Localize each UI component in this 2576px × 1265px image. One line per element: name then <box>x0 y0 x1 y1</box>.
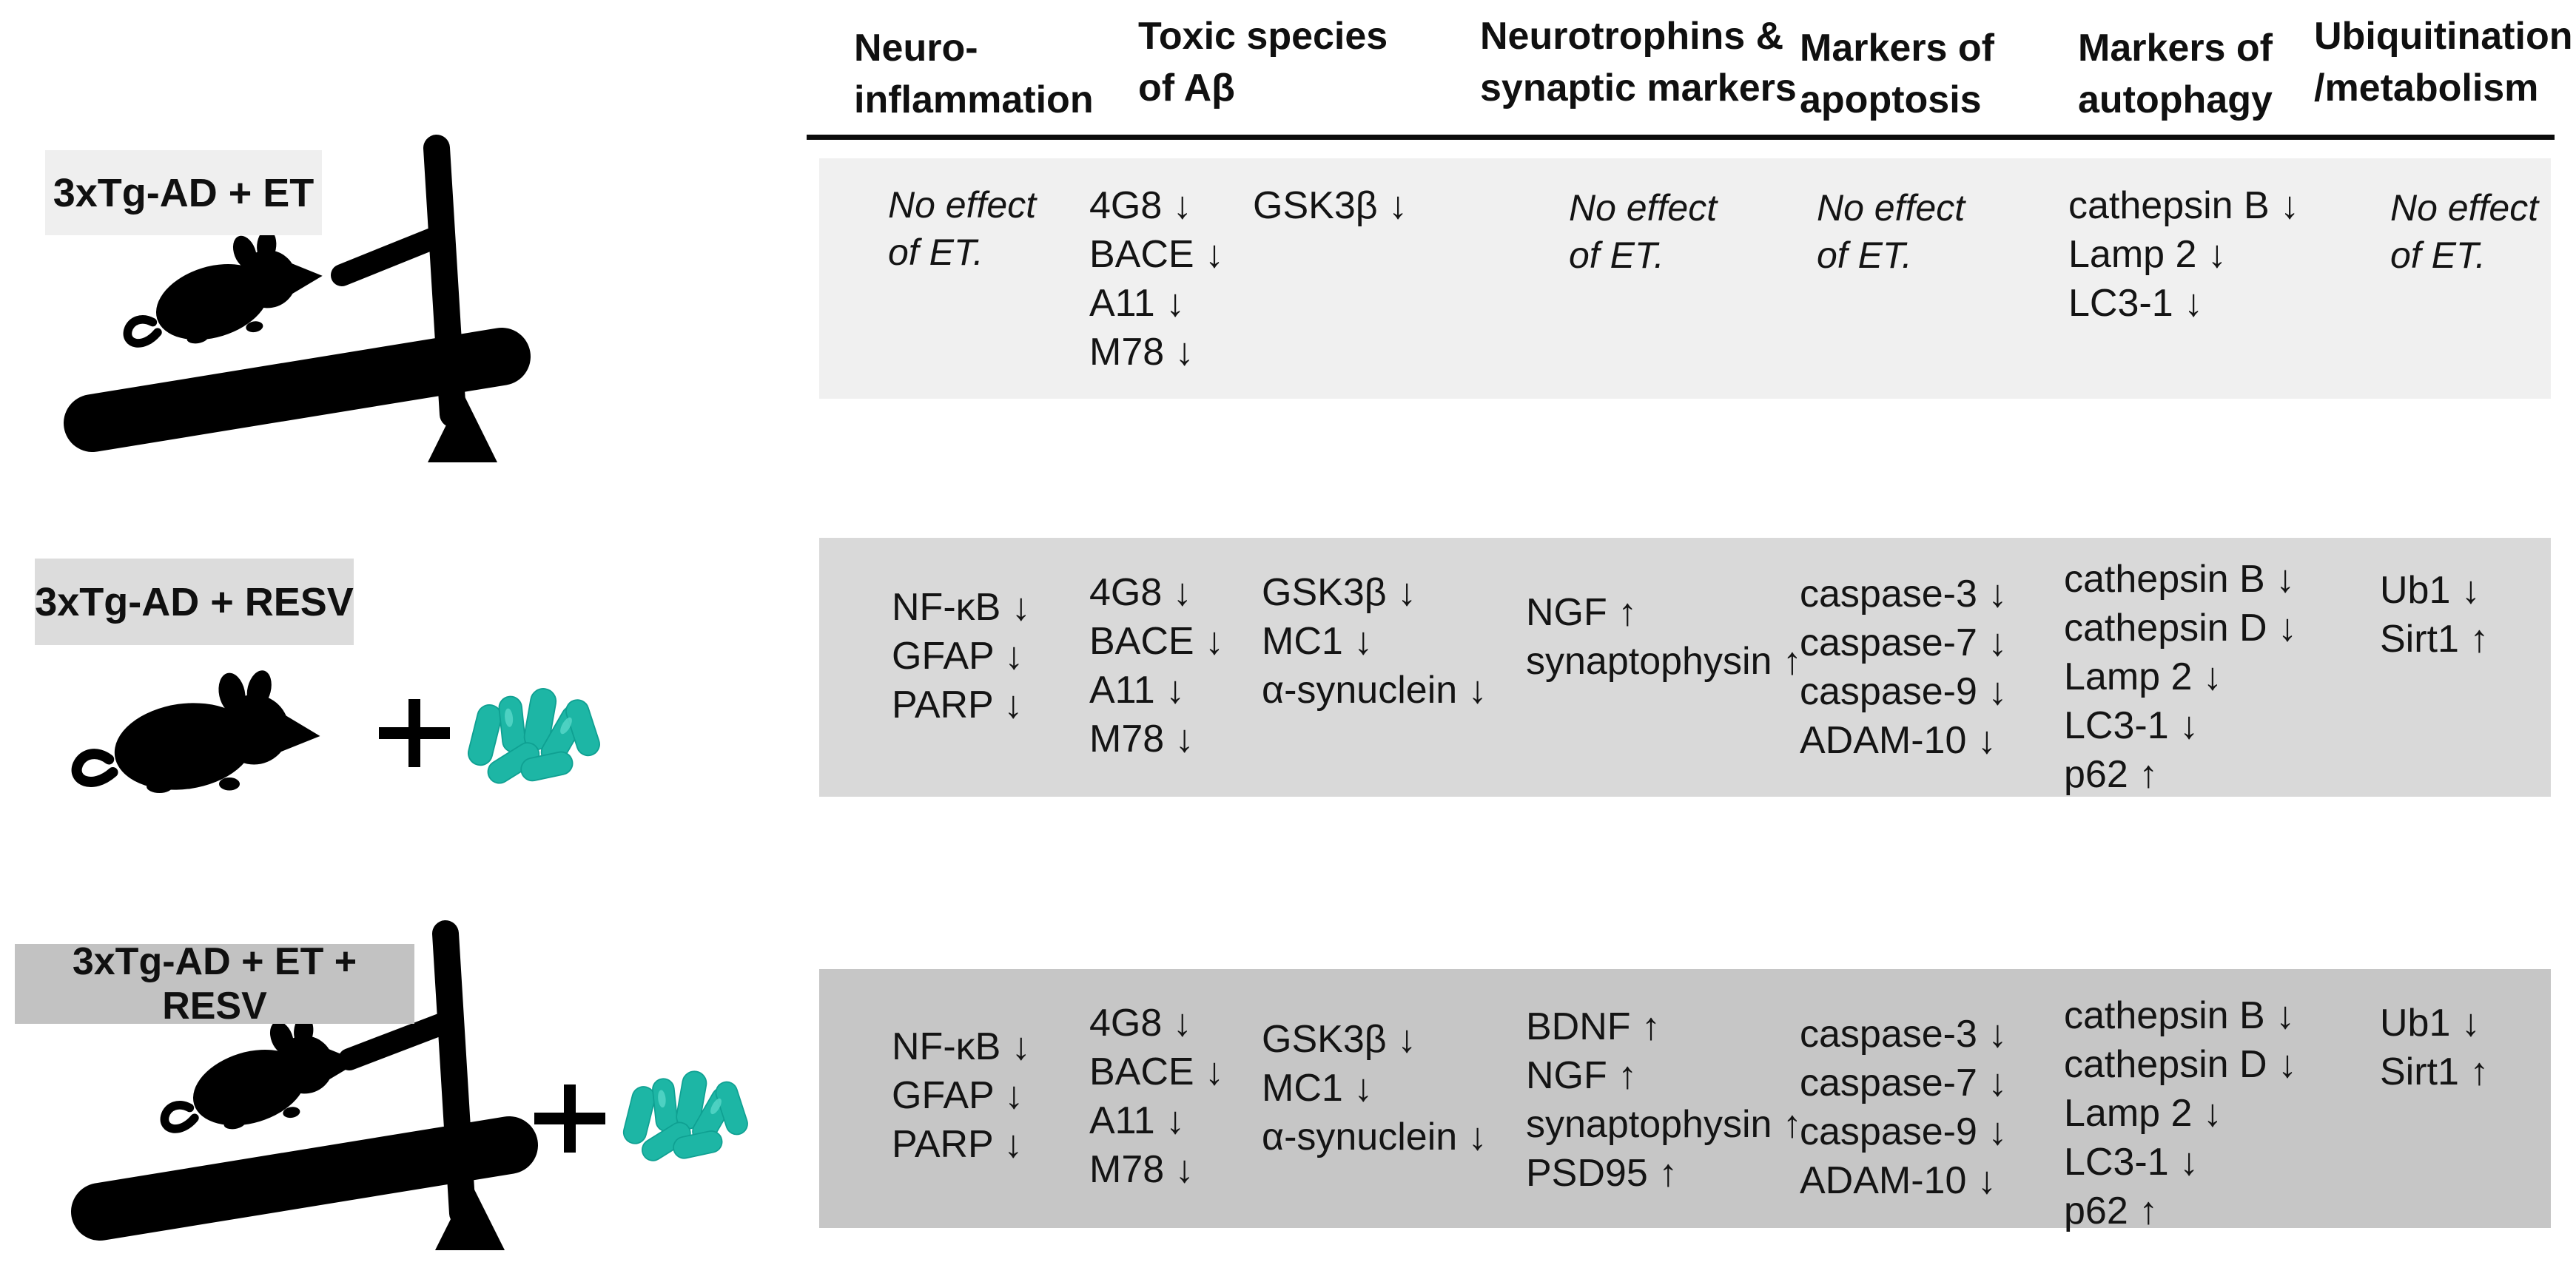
cell-apoptosis: No effect of ET. <box>1817 187 1965 276</box>
cell-ubiquitination: No effect of ET. <box>2390 187 2539 276</box>
cell-neuroinflammation: NF-κB ↓ GFAP ↓ PARP ↓ <box>892 586 1031 726</box>
treadmill-icon <box>64 135 531 462</box>
mouse-icon <box>71 670 320 793</box>
column-header-toxic-species: Toxic species of Aβ <box>1138 15 1388 109</box>
plus-icon <box>534 1084 605 1153</box>
cell-autophagy: cathepsin B ↓ Lamp 2 ↓ LC3-1 ↓ <box>2068 184 2300 325</box>
cell-toxic-species-col2: GSK3β ↓ <box>1253 184 1408 227</box>
treadmill-icon <box>71 920 538 1250</box>
row-band-resv: NF-κB ↓ GFAP ↓ PARP ↓ 4G8 ↓ BACE ↓ A11 ↓… <box>819 538 2551 797</box>
cell-toxic-species-col1: 4G8 ↓ BACE ↓ A11 ↓ M78 ↓ <box>1089 184 1225 374</box>
cell-neurotrophins: NGF ↑ synaptophysin ↑ <box>1526 591 1802 683</box>
cell-autophagy: cathepsin B ↓ cathepsin D ↓ Lamp 2 ↓ LC3… <box>2064 558 2298 796</box>
column-header-neurotrophins: Neurotrophins & synaptic markers <box>1480 15 1797 109</box>
cell-apoptosis: caspase-3 ↓ caspase-7 ↓ caspase-9 ↓ ADAM… <box>1800 573 2008 762</box>
plus-icon <box>379 699 450 767</box>
row-band-et: No effect of ET. 4G8 ↓ BACE ↓ A11 ↓ M78 … <box>819 158 2551 399</box>
cell-neurotrophins: BDNF ↑ NGF ↑ synaptophysin ↑ PSD95 ↑ <box>1526 1005 1802 1195</box>
cell-toxic-species-col1: 4G8 ↓ BACE ↓ A11 ↓ M78 ↓ <box>1089 571 1225 760</box>
cell-neuroinflammation: No effect of ET. <box>888 184 1037 273</box>
mouse-icon <box>123 229 323 348</box>
column-header-autophagy: Markers of autophagy <box>2078 27 2273 121</box>
cell-apoptosis: caspase-3 ↓ caspase-7 ↓ caspase-9 ↓ ADAM… <box>1800 1013 2008 1202</box>
header-divider <box>807 135 2555 140</box>
cell-toxic-species-col2: GSK3β ↓ MC1 ↓ α-synuclein ↓ <box>1262 571 1487 712</box>
column-header-neuroinflammation: Neuro- inflammation <box>854 27 1094 121</box>
cell-autophagy: cathepsin B ↓ cathepsin D ↓ Lamp 2 ↓ LC3… <box>2064 994 2298 1232</box>
row-label-et-resv: 3xTg-AD + ET + RESV <box>15 940 414 1028</box>
resveratrol-pills-icon <box>622 1070 748 1161</box>
column-header-ubiquitination: Ubiquitination /metabolism <box>2314 15 2573 109</box>
row-label-resv: 3xTg-AD + RESV <box>35 559 354 645</box>
cell-neuroinflammation: NF-κB ↓ GFAP ↓ PARP ↓ <box>892 1025 1031 1166</box>
row-label-et: 3xTg-AD + ET <box>45 150 322 235</box>
cell-ubiquitination: Ub1 ↓ Sirt1 ↑ <box>2380 569 2489 661</box>
cell-neurotrophins: No effect of ET. <box>1569 187 1718 276</box>
resveratrol-pills-icon <box>468 688 600 784</box>
cell-ubiquitination: Ub1 ↓ Sirt1 ↑ <box>2380 1002 2489 1093</box>
cell-toxic-species-col2: GSK3β ↓ MC1 ↓ α-synuclein ↓ <box>1262 1018 1487 1158</box>
mouse-icon <box>160 1015 360 1133</box>
column-header-apoptosis: Markers of apoptosis <box>1800 27 1994 121</box>
row-band-et-resv: NF-κB ↓ GFAP ↓ PARP ↓ 4G8 ↓ BACE ↓ A11 ↓… <box>819 969 2551 1232</box>
cell-toxic-species-col1: 4G8 ↓ BACE ↓ A11 ↓ M78 ↓ <box>1089 1002 1225 1191</box>
